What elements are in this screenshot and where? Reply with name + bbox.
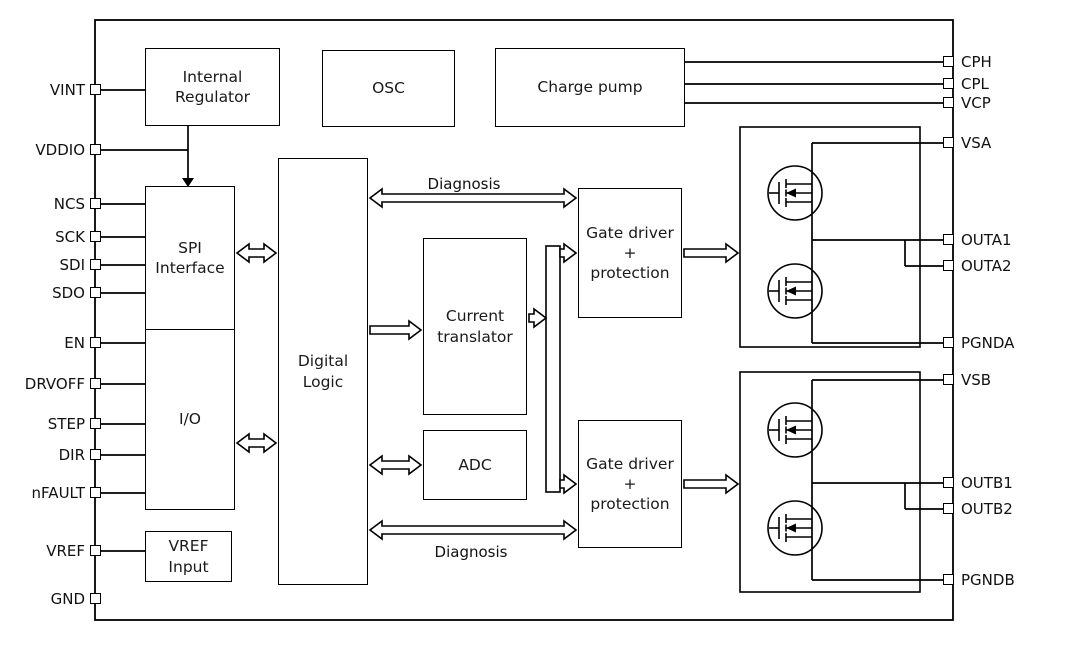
- mosfet-icon-b-low: [767, 500, 823, 556]
- pin-dir: [90, 449, 101, 460]
- pin-label-nfault: nFAULT: [31, 484, 85, 502]
- pin-sck: [90, 231, 101, 242]
- block-adc: ADC: [423, 430, 527, 500]
- arrow-diagnosis-top: [368, 187, 578, 209]
- block-gate-driver-b: Gate driver + protection: [578, 420, 682, 548]
- pin-cph: [943, 56, 954, 67]
- pin-vref: [90, 545, 101, 556]
- pin-label-pgnda: PGNDA: [961, 334, 1015, 352]
- pin-cpl: [943, 78, 954, 89]
- pin-label-pgndb: PGNDB: [961, 571, 1015, 589]
- current-bus: [545, 245, 561, 493]
- diagnosis-label-top: Diagnosis: [427, 175, 501, 193]
- pin-outb2: [943, 503, 954, 514]
- pin-drvoff: [90, 378, 101, 389]
- block-spi-interface: SPI Interface: [145, 186, 235, 330]
- pin-label-sck: SCK: [55, 228, 85, 246]
- block-current-translator: Current translator: [423, 238, 527, 415]
- diagnosis-label-bottom: Diagnosis: [434, 543, 508, 561]
- arrow-logic-to-translator: [369, 319, 423, 341]
- arrow-diagnosis-bottom: [368, 519, 578, 541]
- pin-outb1: [943, 477, 954, 488]
- pin-label-outa1: OUTA1: [961, 231, 1012, 249]
- pin-label-vcp: VCP: [961, 94, 991, 112]
- pin-label-vref: VREF: [46, 542, 85, 560]
- block-digital-logic: Digital Logic: [278, 158, 368, 585]
- pin-nfault: [90, 487, 101, 498]
- signal-wires: [100, 61, 943, 581]
- pin-sdo: [90, 287, 101, 298]
- pin-ncs: [90, 198, 101, 209]
- arrow-bus-to-gatedriver-b: [559, 473, 578, 495]
- half-bridge-b-block: [739, 371, 921, 593]
- regulator-arrowhead: [182, 178, 194, 187]
- half-bridge-a-block: [739, 126, 921, 348]
- pin-label-sdo: SDO: [52, 284, 85, 302]
- pin-pgnda: [943, 337, 954, 348]
- pin-outa2: [943, 260, 954, 271]
- flow-arrows: [235, 187, 740, 541]
- pin-sdi: [90, 259, 101, 270]
- pin-label-vint: VINT: [49, 81, 85, 99]
- block-charge-pump: Charge pump: [495, 48, 685, 127]
- pin-pgndb: [943, 574, 954, 585]
- arrow-logic-adc: [368, 454, 423, 476]
- block-osc: OSC: [322, 50, 455, 127]
- pin-en: [90, 337, 101, 348]
- block-io: I/O: [145, 330, 235, 510]
- pin-step: [90, 418, 101, 429]
- pin-vcp: [943, 97, 954, 108]
- pin-label-dir: DIR: [58, 446, 85, 464]
- arrow-gatedriver-a-to-bridge: [683, 242, 740, 264]
- pin-vsa: [943, 137, 954, 148]
- pin-label-outa2: OUTA2: [961, 257, 1012, 275]
- pin-label-gnd: GND: [50, 590, 85, 608]
- pin-label-sdi: SDI: [59, 256, 86, 274]
- arrow-translator-to-bus: [528, 307, 548, 329]
- chip-boundary: [94, 19, 954, 621]
- pin-label-ncs: NCS: [53, 195, 85, 213]
- arrow-spi-logic: [235, 242, 278, 264]
- pin-label-outb2: OUTB2: [961, 500, 1013, 518]
- block-vref-input: VREF Input: [145, 531, 232, 582]
- pin-vsb: [943, 374, 954, 385]
- block-internal-regulator: Internal Regulator: [145, 48, 280, 126]
- pin-label-vsa: VSA: [961, 134, 992, 152]
- pin-label-drvoff: DRVOFF: [24, 375, 85, 393]
- mosfet-icon-a-high: [767, 165, 823, 221]
- pin-label-vsb: VSB: [961, 371, 992, 389]
- arrow-io-logic: [235, 432, 278, 454]
- pin-label-cpl: CPL: [961, 75, 989, 93]
- block-gate-driver-a: Gate driver + protection: [578, 188, 682, 318]
- pin-label-en: EN: [64, 334, 85, 352]
- pin-vint: [90, 84, 101, 95]
- pin-label-cph: CPH: [961, 53, 992, 71]
- mosfet-icon-a-low: [767, 263, 823, 319]
- pin-gnd: [90, 593, 101, 604]
- pin-label-step: STEP: [47, 415, 85, 433]
- arrow-bus-to-gatedriver-a: [559, 242, 578, 264]
- arrow-gatedriver-b-to-bridge: [683, 473, 740, 495]
- pin-label-vddio: VDDIO: [35, 141, 85, 159]
- pin-vddio: [90, 144, 101, 155]
- mosfet-icon-b-high: [767, 402, 823, 458]
- pin-label-outb1: OUTB1: [961, 474, 1013, 492]
- pin-outa1: [943, 234, 954, 245]
